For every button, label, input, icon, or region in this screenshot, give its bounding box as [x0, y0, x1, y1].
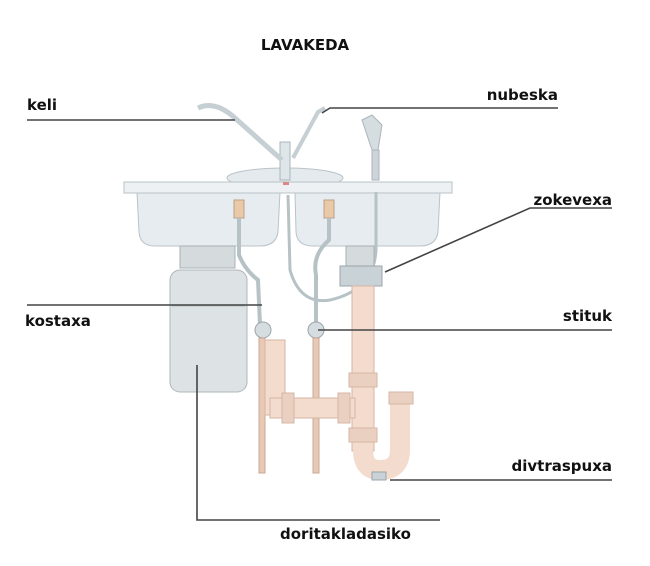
right-basin: [294, 191, 441, 247]
basket-strainer: [339, 265, 383, 287]
tailpiece-pipe: [351, 285, 375, 452]
left-basin: [136, 191, 281, 247]
faucet-spout: [196, 103, 284, 162]
label-zokevexa: zokevexa: [533, 191, 612, 209]
diagram-title: LAVAKEDA: [261, 36, 350, 54]
label-doritakladasiko: doritakladasiko: [280, 525, 411, 543]
label-stituk: stituk: [563, 307, 613, 325]
leader-lines: [27, 107, 612, 521]
label-divtraspuxa: divtraspuxa: [512, 457, 613, 475]
garbage-disposal: [169, 269, 248, 393]
label-nubeska: nubeska: [487, 86, 558, 104]
sprayer: [361, 114, 383, 151]
label-keli: keli: [27, 96, 57, 114]
faucet-handle: [291, 106, 326, 159]
sink-illustration: [123, 103, 453, 481]
label-kostaxa: kostaxa: [25, 312, 91, 330]
p-trap: [353, 395, 410, 481]
